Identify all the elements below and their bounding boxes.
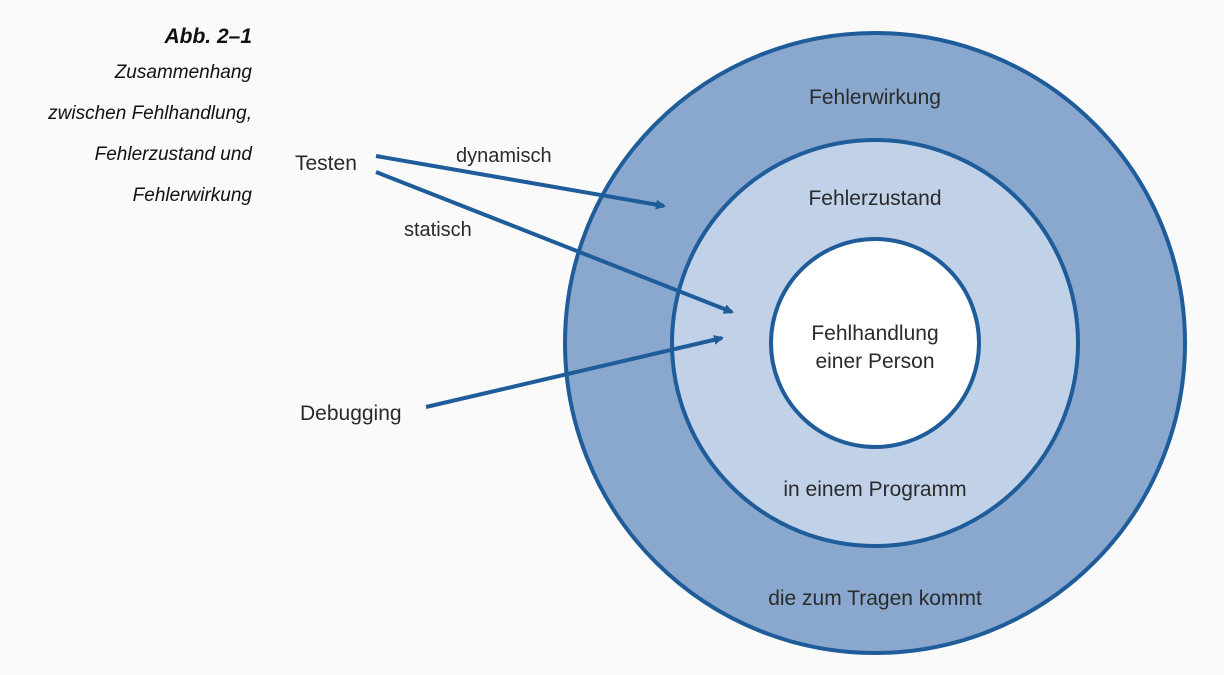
caption-line-3: Fehlerzustand und — [94, 144, 252, 165]
arrow-testing-dynamic — [375, 154, 666, 210]
middle-ring-bottom-label: in einem Programm — [783, 478, 966, 501]
testen-label: Testen — [295, 152, 357, 175]
inner-circle-label-line1: Fehlhandlung — [811, 322, 938, 345]
inner-circle-error — [769, 237, 981, 449]
outer-ring-bottom-label: die zum Tragen kommt — [768, 587, 982, 610]
caption-line-2: zwischen Fehlhandlung, — [48, 103, 252, 124]
caption-line-1: Zusammenhang — [114, 62, 252, 83]
caption-line-4: Fehlerwirkung — [132, 185, 252, 206]
outer-ring-top-label: Fehlerwirkung — [809, 86, 941, 109]
arrow-testing-static — [375, 170, 734, 314]
figure-label: Abb. 2–1 — [164, 25, 252, 48]
arrow-label-static: statisch — [404, 219, 472, 241]
arrow-debugging — [425, 334, 724, 409]
arrow-label-dynamic: dynamisch — [456, 145, 552, 167]
figure-caption: Abb. 2–1 Zusammenhang zwischen Fehlhandl… — [48, 22, 252, 216]
debugging-label: Debugging — [300, 402, 402, 425]
inner-circle-label-line2: einer Person — [815, 350, 934, 373]
middle-ring-top-label: Fehlerzustand — [808, 187, 941, 210]
